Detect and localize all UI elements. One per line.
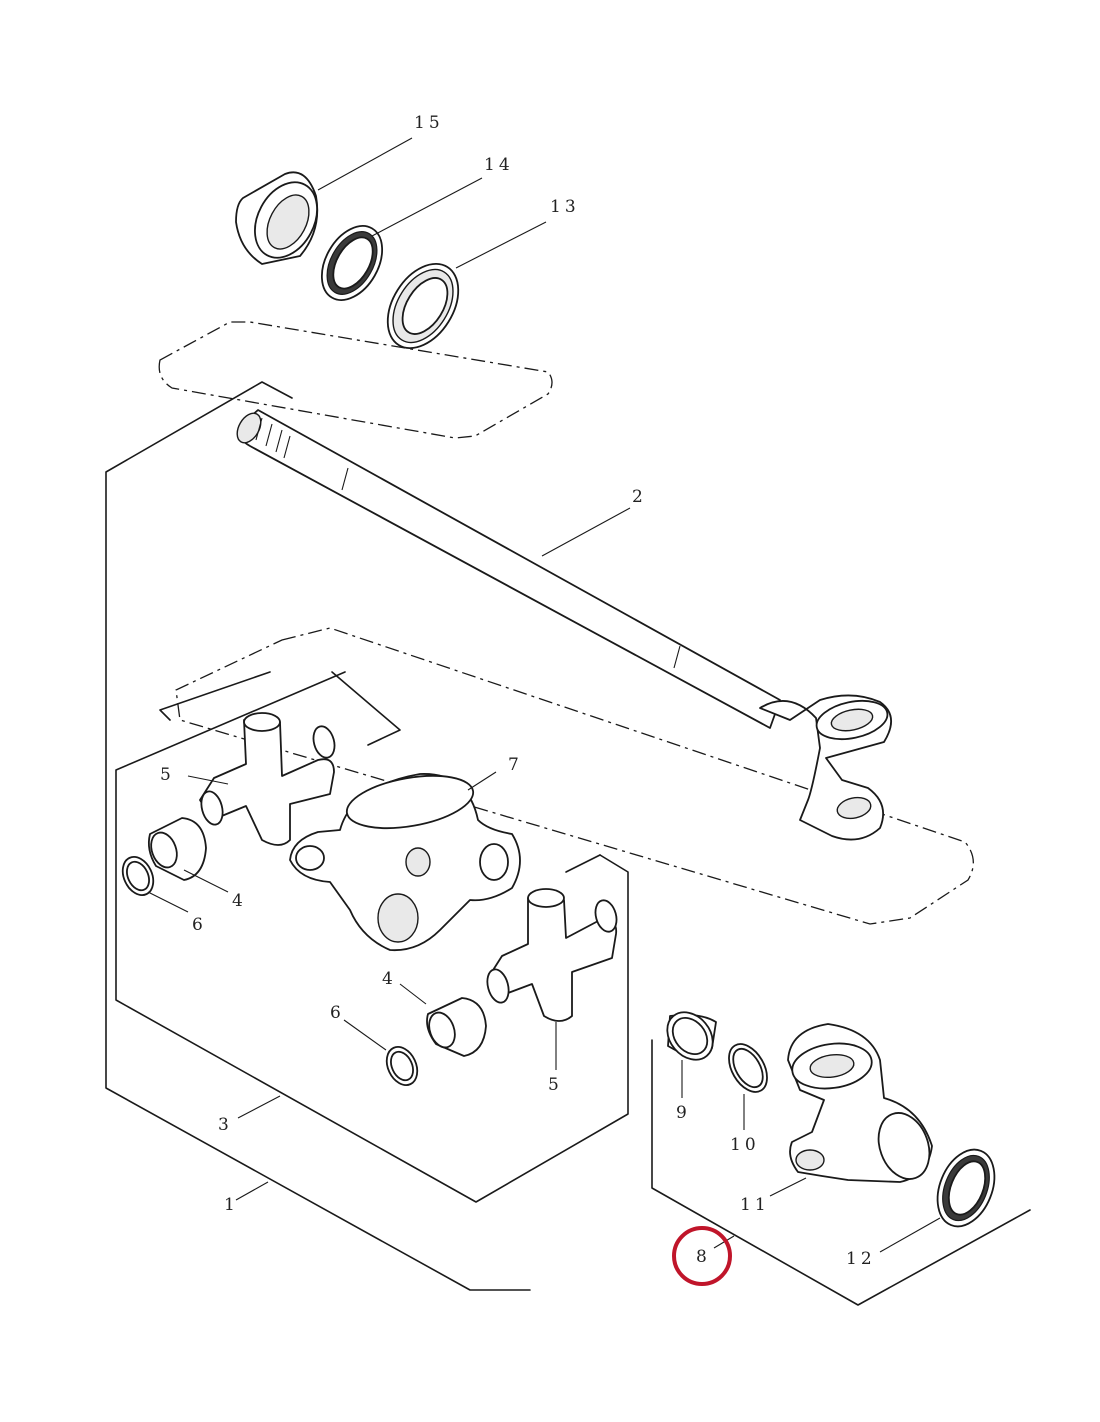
- part-10-snap-ring: [728, 1043, 768, 1093]
- callout-12: 12: [846, 1249, 876, 1269]
- part-6-ring-upper: [121, 856, 155, 896]
- part-7-coupling-yoke: [289, 773, 521, 952]
- callout-9: 9: [676, 1103, 691, 1123]
- part-11-stub-yoke: [787, 1023, 933, 1183]
- callout-labels: 15 14 13 2 7 5 4 6 4 6 5 9 10 11 12 3 1 …: [160, 113, 876, 1269]
- callout-1: 1: [224, 1195, 239, 1215]
- callout-6-upper: 6: [192, 915, 207, 935]
- callout-13: 13: [550, 197, 580, 217]
- part-5-cross-upper: [199, 712, 336, 846]
- callout-14: 14: [484, 155, 514, 175]
- callout-6-lower: 6: [330, 1003, 345, 1023]
- callout-5-upper: 5: [160, 765, 175, 785]
- part-15-bearing: [235, 171, 319, 265]
- bracket-assembly-8: [651, 1039, 1031, 1306]
- callout-3: 3: [218, 1115, 233, 1135]
- part-9-bushing: [666, 1011, 717, 1061]
- highlight-circle: [672, 1226, 732, 1286]
- bracket-assembly-1: [105, 381, 531, 1291]
- callout-11: 11: [740, 1195, 770, 1215]
- part-6-ring-lower: [385, 1046, 419, 1086]
- callout-2: 2: [632, 487, 647, 507]
- bracket-assembly-3: [115, 671, 629, 1203]
- part-5-cross-lower: [486, 888, 618, 1022]
- callout-15: 15: [414, 113, 444, 133]
- part-4-cup-upper: [147, 817, 207, 881]
- part-13-seal: [386, 262, 460, 350]
- part-4-cup-lower: [426, 997, 487, 1057]
- callout-4-upper: 4: [232, 891, 247, 911]
- part-14-seal: [320, 225, 384, 301]
- callout-4-lower: 4: [382, 969, 397, 989]
- group-outline-seals: [158, 321, 553, 439]
- part-12-seal: [936, 1148, 996, 1228]
- callout-10: 10: [730, 1135, 760, 1155]
- callout-7: 7: [508, 755, 523, 775]
- leader-lines: [147, 137, 941, 1253]
- callout-5-lower: 5: [548, 1075, 563, 1095]
- callout-8: 8: [696, 1247, 711, 1267]
- part-2-axle-shaft: [236, 409, 892, 841]
